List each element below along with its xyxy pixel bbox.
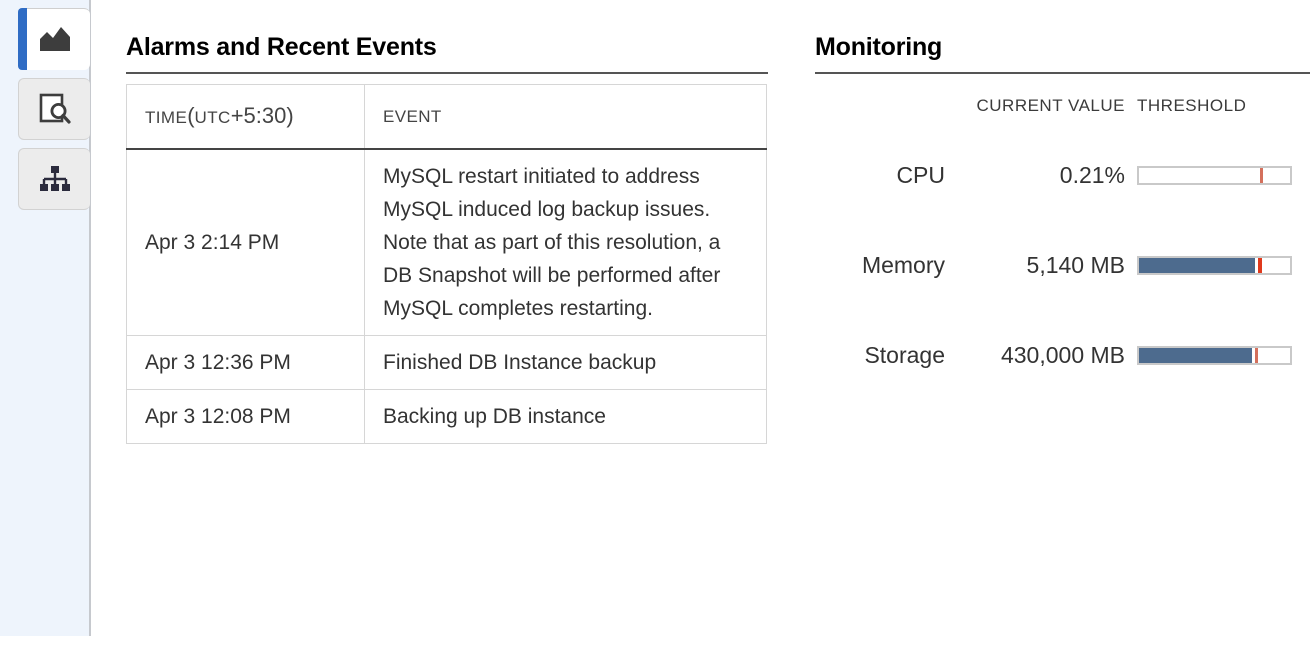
column-header-time-paren-close: ) bbox=[286, 102, 294, 128]
document-search-icon bbox=[38, 92, 72, 126]
threshold-bar-memory[interactable] bbox=[1137, 255, 1292, 275]
metric-value-cpu: 0.21% bbox=[1059, 161, 1125, 188]
events-table-head: TIME(UTC+5:30) EVENT bbox=[126, 84, 767, 150]
event-description: Finished DB Instance backup bbox=[364, 334, 767, 390]
column-header-time[interactable]: TIME(UTC+5:30) bbox=[126, 84, 365, 150]
monitoring-header-row: CURRENT VALUE THRESHOLD bbox=[815, 74, 1310, 130]
alarms-and-recent-events-panel: Alarms and Recent Events TIME(UTC+5:30) … bbox=[126, 32, 768, 444]
sidebar-item-logs-and-events[interactable] bbox=[18, 78, 90, 140]
monitoring-row-memory: Memory 5,140 MB bbox=[815, 220, 1310, 310]
metric-label-storage: Storage bbox=[864, 341, 945, 368]
column-header-time-paren-open: ( bbox=[187, 102, 195, 128]
metric-label-memory: Memory bbox=[861, 251, 945, 278]
monitoring-title-rule bbox=[815, 72, 1310, 74]
column-header-time-offset: +5:30 bbox=[230, 102, 287, 128]
events-table-header-row: TIME(UTC+5:30) EVENT bbox=[126, 84, 767, 150]
column-header-event[interactable]: EVENT bbox=[364, 84, 767, 150]
column-header-threshold: THRESHOLD bbox=[1137, 96, 1247, 115]
threshold-bar-marker-cpu bbox=[1259, 167, 1263, 183]
column-header-current-value: CURRENT VALUE bbox=[976, 96, 1125, 115]
metric-value-storage: 430,000 MB bbox=[1000, 341, 1125, 368]
threshold-bar-marker-storage bbox=[1255, 347, 1259, 363]
alarms-title-rule bbox=[126, 72, 768, 74]
sidebar-item-configuration[interactable] bbox=[18, 148, 90, 210]
sidebar-divider bbox=[89, 0, 91, 636]
table-row[interactable]: Apr 3 12:08 PM Backing up DB instance bbox=[126, 388, 767, 444]
sidebar-tab-rail bbox=[18, 8, 93, 218]
events-table-body: Apr 3 2:14 PM MySQL restart initiated to… bbox=[126, 148, 767, 444]
table-row[interactable]: Apr 3 2:14 PM MySQL restart initiated to… bbox=[126, 148, 767, 336]
metric-threshold-wrap-cpu bbox=[1125, 165, 1300, 185]
column-header-time-utc: UTC bbox=[194, 107, 231, 127]
sidebar-item-monitoring-graphs[interactable] bbox=[18, 8, 90, 70]
column-header-event-label: EVENT bbox=[383, 107, 442, 127]
monitoring-panel: Monitoring CURRENT VALUE THRESHOLD CPU 0… bbox=[815, 32, 1310, 400]
threshold-bar-storage[interactable] bbox=[1137, 345, 1292, 365]
monitoring-row-cpu: CPU 0.21% bbox=[815, 130, 1310, 220]
threshold-bar-fill-memory bbox=[1139, 257, 1256, 273]
threshold-bar-marker-memory bbox=[1258, 257, 1263, 273]
events-table: TIME(UTC+5:30) EVENT Apr 3 2:14 PM MySQL… bbox=[126, 84, 767, 444]
sitemap-icon bbox=[39, 165, 71, 193]
threshold-bar-fill-storage bbox=[1139, 347, 1253, 363]
column-header-time-word: TIME bbox=[145, 107, 188, 127]
threshold-bar-cpu[interactable] bbox=[1137, 165, 1292, 185]
table-row[interactable]: Apr 3 12:36 PM Finished DB Instance back… bbox=[126, 334, 767, 390]
metric-threshold-wrap-memory bbox=[1125, 255, 1300, 275]
event-time: Apr 3 12:08 PM bbox=[126, 388, 365, 444]
area-chart-icon bbox=[39, 26, 71, 52]
page-title-monitoring: Monitoring bbox=[815, 33, 943, 61]
event-time: Apr 3 2:14 PM bbox=[126, 148, 365, 336]
page-title-alarms: Alarms and Recent Events bbox=[126, 33, 437, 61]
event-time: Apr 3 12:36 PM bbox=[126, 334, 365, 390]
event-description: Backing up DB instance bbox=[364, 388, 767, 444]
metric-threshold-wrap-storage bbox=[1125, 345, 1300, 365]
event-description: MySQL restart initiated to address MySQL… bbox=[364, 148, 767, 336]
metric-label-cpu: CPU bbox=[896, 161, 945, 188]
metric-value-memory: 5,140 MB bbox=[1026, 251, 1125, 278]
monitoring-row-storage: Storage 430,000 MB bbox=[815, 310, 1310, 400]
selected-tab-accent-bar bbox=[18, 8, 27, 70]
